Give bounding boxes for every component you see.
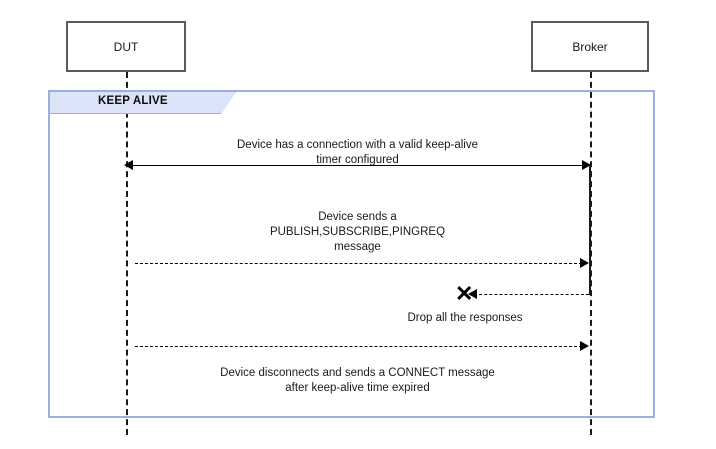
message-label-3: Drop all the responses — [407, 312, 523, 324]
participant-box-broker[interactable]: Broker — [531, 21, 649, 72]
message-line-3 — [474, 294, 589, 295]
message-line-1 — [131, 165, 587, 166]
lifeline-broker — [590, 72, 592, 435]
fragment-frame-keep-alive — [48, 90, 655, 418]
message-label-4: Device disconnects and sends a CONNECT m… — [220, 367, 495, 394]
participant-label-dut: DUT — [113, 39, 139, 54]
message-arrowhead-4 — [580, 341, 589, 351]
lifeline-dut — [126, 72, 128, 435]
participant-box-dut[interactable]: DUT — [66, 21, 186, 72]
fragment-tab-label: KEEP ALIVE — [98, 95, 168, 107]
activation-bar-broker — [589, 164, 591, 295]
participant-label-broker: Broker — [572, 39, 608, 54]
message-arrowhead-2 — [580, 258, 589, 268]
message-arrowhead-1-right — [582, 160, 591, 170]
message-arrowhead-3 — [468, 289, 477, 299]
drop-x-icon: ✕ — [455, 281, 474, 306]
message-line-2 — [135, 263, 587, 264]
message-label-2: Device sends a PUBLISH,SUBSCRIBE,PINGREQ… — [269, 211, 446, 253]
message-line-4 — [135, 346, 587, 347]
message-arrowhead-1-left — [124, 160, 133, 170]
message-label-1: Device has a connection with a valid kee… — [237, 139, 478, 166]
